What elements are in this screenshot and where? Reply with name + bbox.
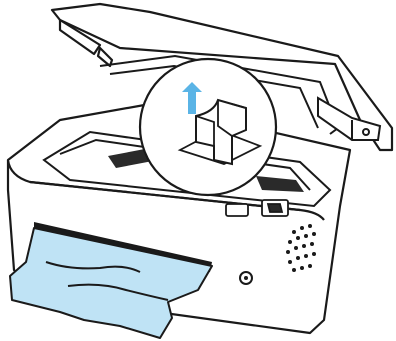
zoom-detail-circle: [140, 59, 276, 195]
power-button-icon: [240, 272, 252, 284]
